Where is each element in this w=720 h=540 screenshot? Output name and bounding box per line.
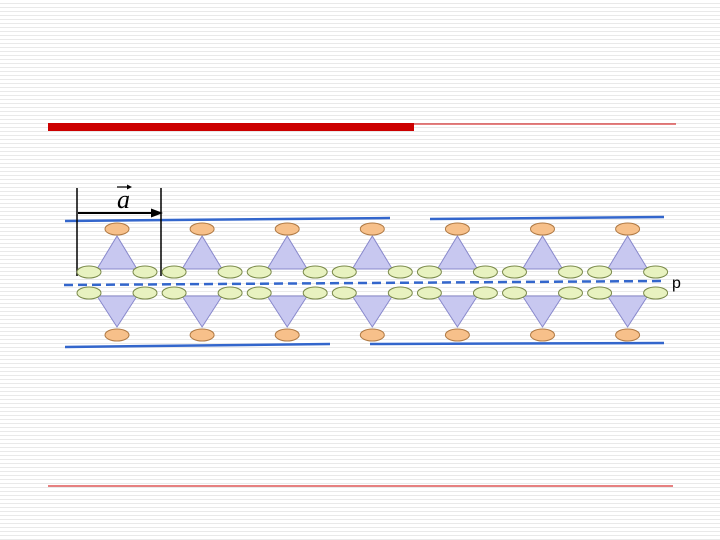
chain-unit [416,222,498,342]
base-atom-icon [161,265,187,279]
chain-unit [587,222,669,342]
base-atom-icon [472,286,498,300]
apex-atom-icon [530,328,555,342]
vector-label: a [117,185,130,214]
tetrahedron-icon [96,295,138,328]
silicate-chain-diagram: p a [63,184,681,349]
tetrahedron-icon [181,295,224,328]
base-atom-icon [643,286,669,300]
base-atom-icon [387,286,413,300]
tetrahedron-icon [606,295,649,328]
chain-unit [331,222,413,342]
mirror-plane-line [63,279,667,287]
apex-atom-icon [444,328,470,342]
base-atom-icon [387,265,413,279]
tetrahedron-icon [266,295,309,328]
vector-arrowhead-icon [151,208,163,218]
unit-cell-vector: a [76,184,163,276]
base-atom-icon [217,265,243,279]
chain-unit [161,222,243,342]
base-atom-icon [331,286,357,300]
plane-label: p [672,275,681,292]
base-atom-icon [132,265,158,279]
base-atom-icon [416,265,442,279]
base-atom-icon [472,265,498,279]
tetrahedron-icon [351,235,394,270]
bottom-boundary-line-left [64,342,331,349]
top-boundary-line-left [64,216,391,223]
tetrahedron-icon [266,235,309,270]
tetrahedron-icon [96,235,138,270]
base-atom-icon [246,265,272,279]
chain-boundary-lines [64,215,665,349]
apex-atom-icon [274,222,300,236]
base-atom-icon [302,286,328,300]
base-atom-icon [132,286,158,300]
tetrahedron-icon [436,295,479,328]
apex-atom-icon [444,222,470,236]
base-atom-icon [302,265,328,279]
chain-unit [502,222,583,342]
base-atom-icon [558,286,583,300]
apex-atom-icon [359,222,385,236]
apex-atom-icon [189,328,215,342]
chain-unit [76,222,158,342]
base-atom-icon [331,265,357,279]
tetrahedron-icon [181,235,223,270]
title-accent-bar [48,123,414,131]
base-atom-icon [587,286,613,300]
tetrahedron-icon [606,235,649,270]
base-atom-icon [76,286,102,300]
bottom-boundary-line-right [369,341,665,346]
apex-atom-icon [104,222,130,236]
vector-label-overarrow-head-icon [127,184,132,190]
base-atom-icon [643,265,669,279]
base-atom-icon [502,286,527,300]
tetrahedron-icon [521,235,564,270]
base-atom-icon [502,265,527,279]
vector-label-group: a [117,184,132,214]
apex-atom-icon [359,328,385,342]
base-atom-icon [217,286,243,300]
apex-atom-icon [615,222,641,236]
base-atom-icon [587,265,613,279]
base-atom-icon [76,265,102,279]
apex-atom-icon [104,328,130,342]
apex-atom-icon [274,328,300,342]
top-boundary-line-right [429,215,665,221]
tetrahedron-icon [436,235,479,270]
base-atom-icon [558,265,583,279]
tetrahedron-icon [521,295,564,328]
apex-atom-icon [530,222,555,236]
title-divider [48,123,676,131]
tetrahedra-units [76,222,669,342]
chain-unit [246,222,328,342]
base-atom-icon [416,286,442,300]
apex-atom-icon [189,222,215,236]
apex-atom-icon [615,328,641,342]
tetrahedron-icon [351,295,394,328]
base-atom-icon [246,286,272,300]
base-atom-icon [161,286,187,300]
